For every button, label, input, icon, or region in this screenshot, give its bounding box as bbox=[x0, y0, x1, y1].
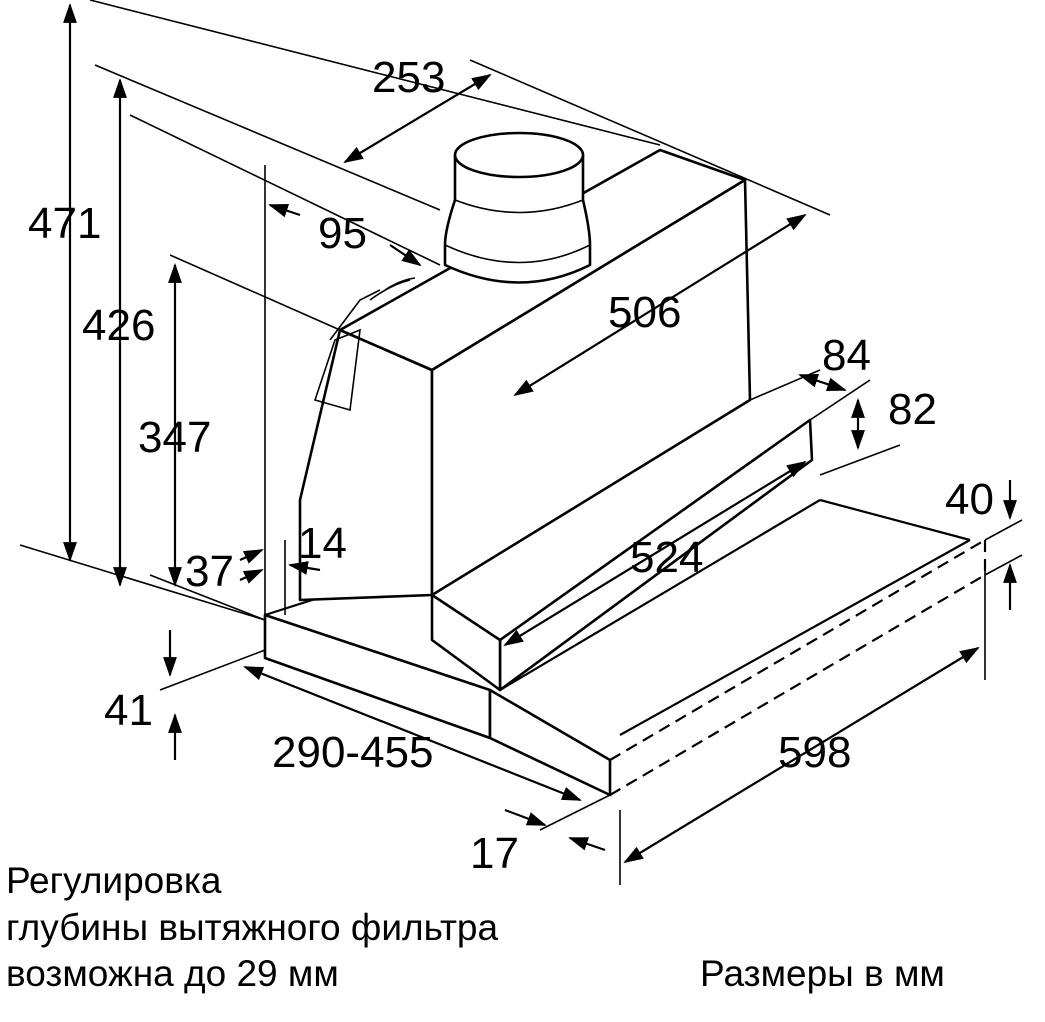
dim-37: 37 bbox=[185, 547, 234, 596]
dim-40: 40 bbox=[945, 475, 994, 524]
dim-524: 524 bbox=[630, 533, 703, 582]
dim-253: 253 bbox=[372, 53, 445, 102]
dim-598: 598 bbox=[778, 728, 851, 777]
dim-471: 471 bbox=[28, 199, 101, 248]
depth-adjustment-note: Регулировка глубины вытяжного фильтра во… bbox=[6, 860, 498, 994]
note-line-3: возможна до 29 мм bbox=[6, 953, 339, 994]
dim-506: 506 bbox=[608, 288, 681, 337]
dim-82: 82 bbox=[888, 385, 937, 434]
units-label: Размеры в мм bbox=[700, 953, 945, 994]
dim-290-455: 290-455 bbox=[272, 728, 433, 777]
dim-17: 17 bbox=[470, 829, 519, 878]
dimension-lines bbox=[19, 0, 1023, 885]
note-line-1: Регулировка bbox=[6, 860, 222, 901]
tray-extension bbox=[488, 688, 612, 797]
dim-14: 14 bbox=[298, 519, 347, 568]
dim-347: 347 bbox=[138, 413, 211, 462]
dim-84: 84 bbox=[822, 331, 871, 380]
dimension-labels: 253 471 95 426 506 84 347 82 40 14 37 52… bbox=[28, 53, 994, 878]
dim-426: 426 bbox=[82, 301, 155, 350]
dim-95: 95 bbox=[318, 209, 367, 258]
dim-41: 41 bbox=[104, 686, 153, 735]
note-line-2: глубины вытяжного фильтра bbox=[6, 907, 498, 948]
exhaust-duct bbox=[443, 131, 592, 284]
